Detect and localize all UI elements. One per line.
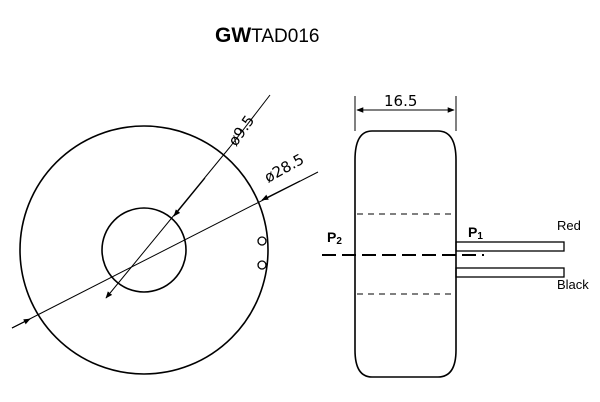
inner-diameter-arrow-upper <box>173 177 206 217</box>
inner-diameter-leader <box>229 94 271 148</box>
inner-diameter-dimension-line <box>105 146 231 299</box>
front-view: ø9.5 ø28.5 <box>11 94 319 375</box>
title-model-part: TAD016 <box>251 26 319 47</box>
outer-diameter-arrow-right <box>261 180 301 201</box>
pin-p1-label: P1 <box>468 224 483 242</box>
outer-ring-circle <box>19 125 269 375</box>
red-wire-lead <box>455 241 565 252</box>
side-view: 16.5 P2 P1 Red Black <box>322 92 589 378</box>
width-label: 16.5 <box>384 92 417 110</box>
mounting-hole-lower <box>257 260 267 270</box>
black-wire-lead <box>455 267 565 278</box>
black-wire-label: Black <box>557 277 589 292</box>
title-bold-part: GW <box>215 24 251 47</box>
pin-p2-label: P2 <box>327 229 342 247</box>
outer-diameter-arrow-left <box>11 318 31 329</box>
drawing-title: GWTAD016 <box>215 24 319 47</box>
mounting-hole-upper <box>257 236 267 246</box>
red-wire-label: Red <box>557 218 581 233</box>
inner-hole-circle <box>101 207 187 293</box>
side-body-outline <box>354 130 457 378</box>
